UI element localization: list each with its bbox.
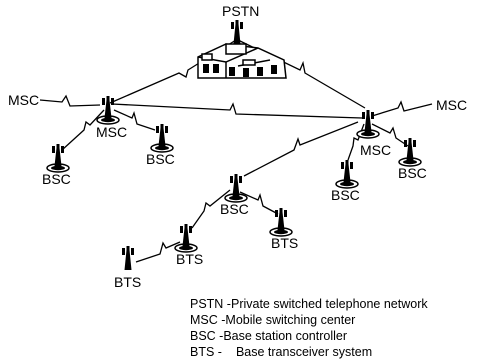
bsc-left-a-tower-icon xyxy=(46,143,70,173)
label-pstn: PSTN xyxy=(222,3,260,19)
pstn-tower-icon xyxy=(231,20,243,44)
label-bsc-right-b: BSC xyxy=(398,165,427,181)
link-msc-left-msc-right xyxy=(111,102,363,119)
label-msc-right-ext: MSC xyxy=(436,97,468,113)
bts-mid-tower-icon xyxy=(174,223,198,253)
label-bsc-right-a: BSC xyxy=(331,187,360,203)
legend-code: PSTN - xyxy=(190,297,231,311)
legend: PSTN - Private switched telephone networ… xyxy=(190,296,428,360)
legend-item-msc: MSC - Mobile switching center xyxy=(190,312,428,328)
label-bsc-left-a: BSC xyxy=(42,171,71,187)
label-msc-left: MSC xyxy=(96,124,128,140)
label-bsc-center: BSC xyxy=(220,201,249,217)
link-msc-left-bsc-a xyxy=(61,109,105,151)
link-msc-left-ext xyxy=(39,94,101,107)
link-msc-right-bsc-center xyxy=(243,121,359,177)
bsc-left-b-tower-icon xyxy=(150,123,174,153)
legend-desc: Base station controller xyxy=(223,329,348,343)
label-msc-right: MSC xyxy=(360,142,392,158)
legend-desc: Base transceiver system xyxy=(235,345,373,359)
link-msc-left-bsc-b xyxy=(113,109,156,131)
link-bsc-center-bts-mid xyxy=(191,189,231,229)
pstn-building-icon xyxy=(197,43,287,79)
legend-desc: Private switched telephone network xyxy=(230,297,428,311)
towers xyxy=(46,95,422,270)
bsc-center-tower-icon xyxy=(224,173,248,203)
label-bts-far: BTS xyxy=(114,274,142,290)
legend-code: BTS - xyxy=(190,345,222,359)
label-bsc-left-b: BSC xyxy=(146,151,175,167)
legend-desc: Mobile switching center xyxy=(225,313,356,327)
legend-item-bts: BTS - Base transceiver system xyxy=(190,344,428,360)
link-bsc-center-bts-center xyxy=(239,191,279,215)
legend-code: BSC - xyxy=(190,329,224,343)
label-bts-center: BTS xyxy=(271,235,299,251)
link-msc-right-bsc-b xyxy=(371,123,409,147)
label-msc-left-ext: MSC xyxy=(8,92,40,108)
bsc-right-a-tower-icon xyxy=(335,159,359,189)
legend-item-pstn: PSTN - Private switched telephone networ… xyxy=(190,296,428,312)
link-msc-right-ext xyxy=(371,100,433,117)
link-bts-mid-bts-far xyxy=(135,241,181,263)
legend-code: MSC - xyxy=(190,313,226,327)
label-bts-mid: BTS xyxy=(176,251,204,267)
bts-far-tower-icon xyxy=(122,246,134,270)
legend-item-bsc: BSC - Base station controller xyxy=(190,328,428,344)
